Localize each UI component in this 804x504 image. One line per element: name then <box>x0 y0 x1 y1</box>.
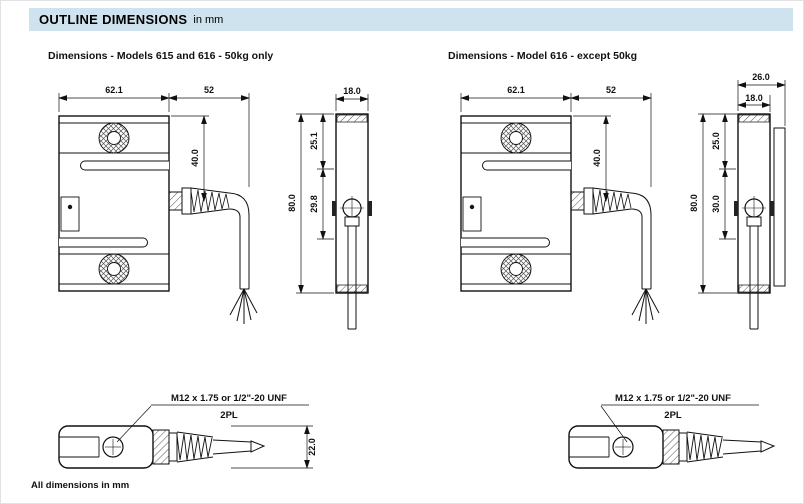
cable-end <box>212 439 266 455</box>
cable-spring <box>176 431 214 463</box>
load-cell-side-view-right <box>734 113 786 330</box>
s-slot-lower <box>59 237 148 248</box>
mounting-hole-bottom <box>59 253 169 285</box>
load-cell-front-view-right <box>460 115 660 324</box>
cable-spring <box>686 431 724 463</box>
mounting-hole-top <box>461 122 571 154</box>
dim-label-side-width: 18.0 <box>343 86 361 96</box>
dim-label-outer-width: 26.0 <box>752 72 770 82</box>
gauge-plate <box>462 196 482 232</box>
s-slot-upper <box>80 160 169 171</box>
mounting-hole-bottom <box>461 253 571 285</box>
cable-wires <box>229 288 258 324</box>
s-slot-upper <box>482 160 571 171</box>
end-fitting-view-left <box>58 404 309 469</box>
mounting-plate <box>773 127 786 287</box>
end-fitting-view-right <box>568 404 776 469</box>
front-dims-right <box>460 93 652 202</box>
footer-note: All dimensions in mm <box>31 480 130 491</box>
load-rod <box>344 216 360 330</box>
mounting-hole-top <box>59 122 169 154</box>
dim-label-total-height: 80.0 <box>287 194 297 212</box>
dim-label-side-width: 18.0 <box>745 93 763 103</box>
load-cell-front-view-left <box>58 115 258 324</box>
page-title: OUTLINE DIMENSIONS <box>39 12 188 27</box>
thread-plates-label: 2PL <box>220 410 238 421</box>
dim-label-seg1: 25.1 <box>309 132 319 150</box>
page-title-units: in mm <box>193 13 224 26</box>
dim-label-total-height: 80.0 <box>689 194 699 212</box>
front-dims-left <box>58 93 250 202</box>
section-title-left: Dimensions - Models 615 and 616 - 50kg o… <box>48 50 274 62</box>
gauge-plate <box>60 196 80 232</box>
dim-label-fitting-height: 22.0 <box>307 438 317 456</box>
dim-label-seg1: 25.0 <box>711 132 721 150</box>
cable-assembly <box>168 187 258 324</box>
load-rod <box>746 216 762 330</box>
dim-label-body-width: 62.1 <box>507 85 525 95</box>
dim-label-offset: 40.0 <box>190 149 200 167</box>
load-cell-side-view-left <box>332 113 372 330</box>
section-title-right: Dimensions - Model 616 - except 50kg <box>448 50 638 62</box>
pivot-boss-left <box>332 201 336 216</box>
header-banner: OUTLINE DIMENSIONS in mm <box>29 8 793 31</box>
side-dims-left <box>296 94 369 294</box>
pivot-boss-right <box>770 201 774 216</box>
thread-plates-label: 2PL <box>664 410 682 421</box>
thread-spec-label: M12 x 1.75 or 1/2"-20 UNF <box>171 393 287 404</box>
cable-wires <box>631 288 660 324</box>
cable-assembly <box>570 187 660 324</box>
pivot-boss-left <box>734 201 738 216</box>
pivot-boss-right <box>368 201 372 216</box>
leader-line <box>600 405 628 443</box>
dim-label-seg2: 29.8 <box>309 195 319 213</box>
dim-label-body-width: 62.1 <box>105 85 123 95</box>
dim-label-seg2: 30.0 <box>711 195 721 213</box>
dim-label-cable-length: 52 <box>204 85 214 95</box>
dim-label-cable-length: 52 <box>606 85 616 95</box>
leader-line <box>116 405 152 443</box>
thread-spec-label: M12 x 1.75 or 1/2"-20 UNF <box>615 393 731 404</box>
dim-label-offset: 40.0 <box>592 149 602 167</box>
s-slot-lower <box>461 237 550 248</box>
fitting-dims-left <box>231 425 313 469</box>
cable-end <box>722 439 776 455</box>
side-dims-right <box>698 80 786 294</box>
